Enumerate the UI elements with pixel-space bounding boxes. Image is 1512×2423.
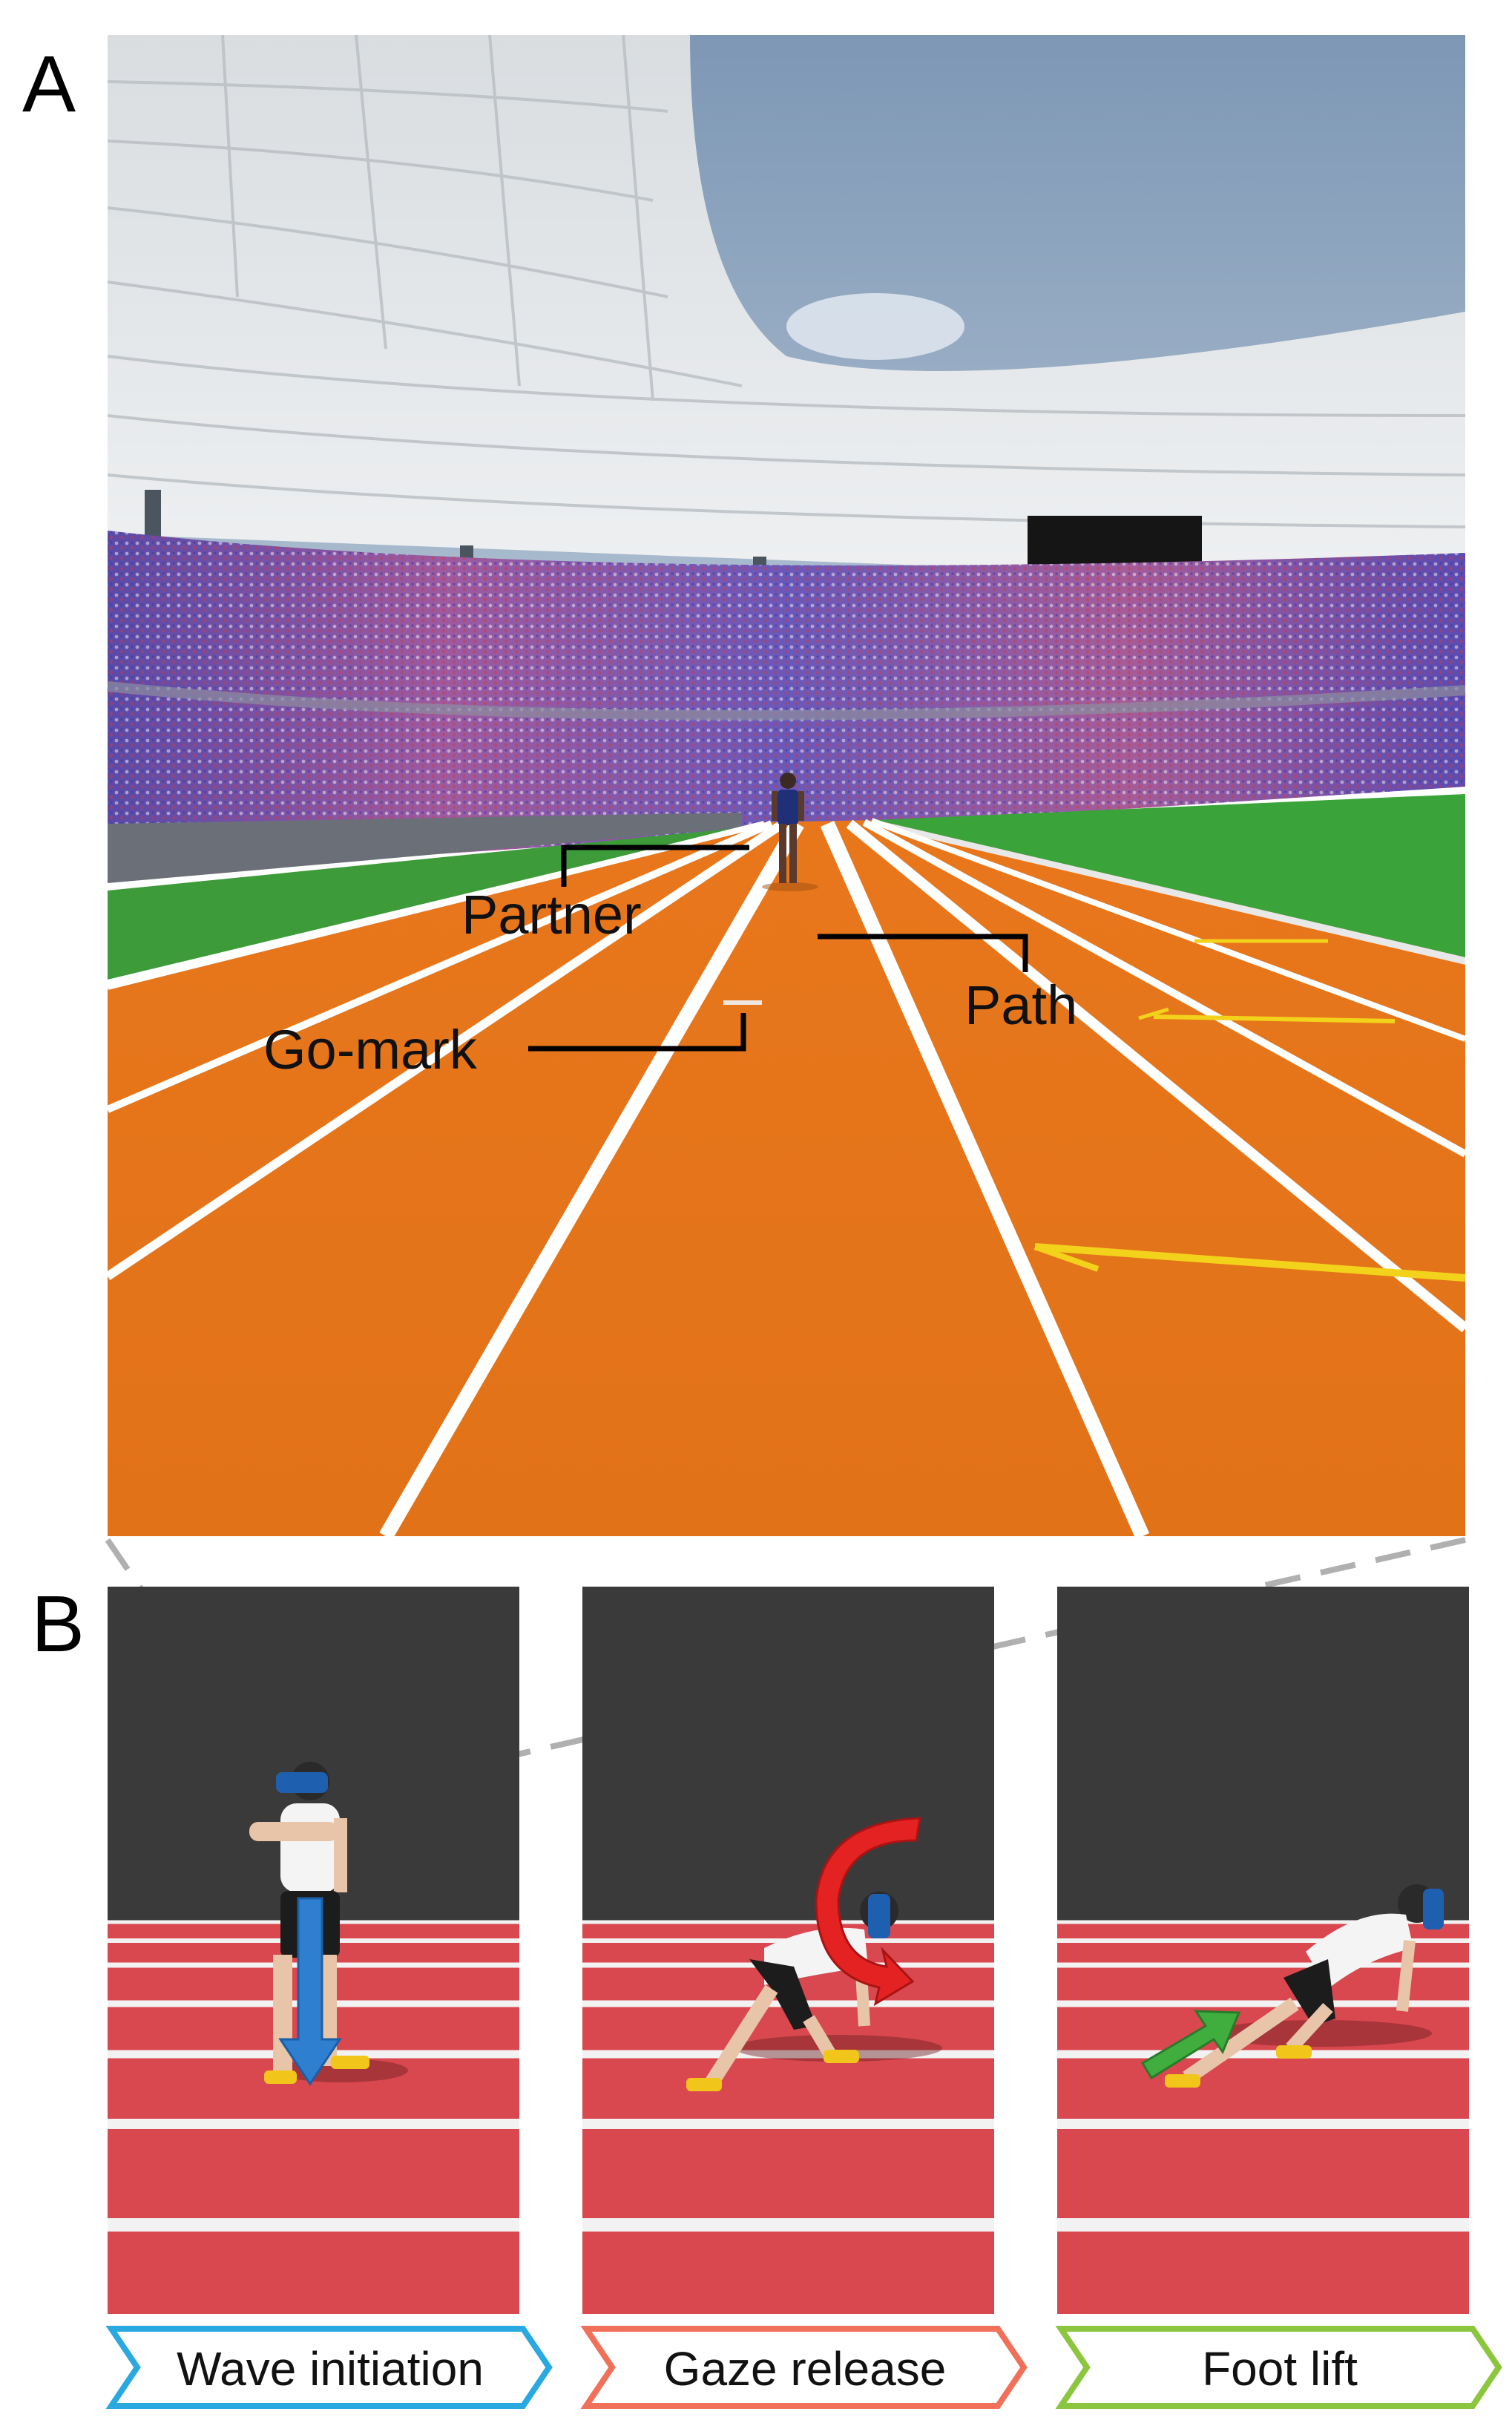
callouts bbox=[528, 845, 1028, 1052]
down-arrow bbox=[278, 1897, 342, 2086]
panel-b-letter: B bbox=[31, 1578, 85, 1668]
stadium-roof bbox=[108, 35, 1465, 586]
go-mark bbox=[723, 1000, 762, 1005]
roof-trusses bbox=[107, 34, 1466, 528]
lane-lines bbox=[105, 818, 1469, 1541]
curved-arrow bbox=[815, 1817, 921, 2007]
diagonal-arrow bbox=[1140, 2010, 1241, 2080]
stands-divider bbox=[107, 681, 1466, 721]
path-label: Path bbox=[964, 974, 1077, 1036]
field bbox=[875, 794, 1465, 957]
partner-label: Partner bbox=[461, 884, 642, 945]
step-chevrons bbox=[105, 2326, 1502, 2409]
subpanel-foot-lift bbox=[1057, 1587, 1469, 2314]
subpanel-wave-initiation bbox=[108, 1587, 519, 2314]
lane-markers bbox=[1033, 939, 1466, 1282]
path-leader bbox=[818, 934, 1028, 972]
panel-a-letter: A bbox=[22, 39, 76, 128]
partner-leader bbox=[561, 845, 749, 887]
barrier bbox=[108, 813, 742, 883]
go-mark-label: Go-mark bbox=[263, 1019, 478, 1081]
step-foot-lift-chevron bbox=[1055, 2326, 1502, 2409]
cloud bbox=[786, 293, 964, 360]
go-mark-leader bbox=[528, 1013, 746, 1052]
field-left bbox=[108, 827, 742, 980]
step-wave-initiation-label: Wave initiation bbox=[177, 2342, 484, 2396]
partner-runner bbox=[762, 773, 818, 891]
subpanel-gaze-release bbox=[582, 1587, 994, 2314]
step-wave-initiation-chevron bbox=[105, 2326, 553, 2409]
step-foot-lift-label: Foot lift bbox=[1202, 2342, 1358, 2396]
step-gaze-release-label: Gaze release bbox=[664, 2342, 947, 2396]
athlete-driving bbox=[1165, 1884, 1444, 2088]
step-gaze-release-chevron bbox=[580, 2326, 1028, 2409]
stadium-scene bbox=[105, 34, 1469, 1799]
running-track bbox=[108, 820, 1465, 1536]
